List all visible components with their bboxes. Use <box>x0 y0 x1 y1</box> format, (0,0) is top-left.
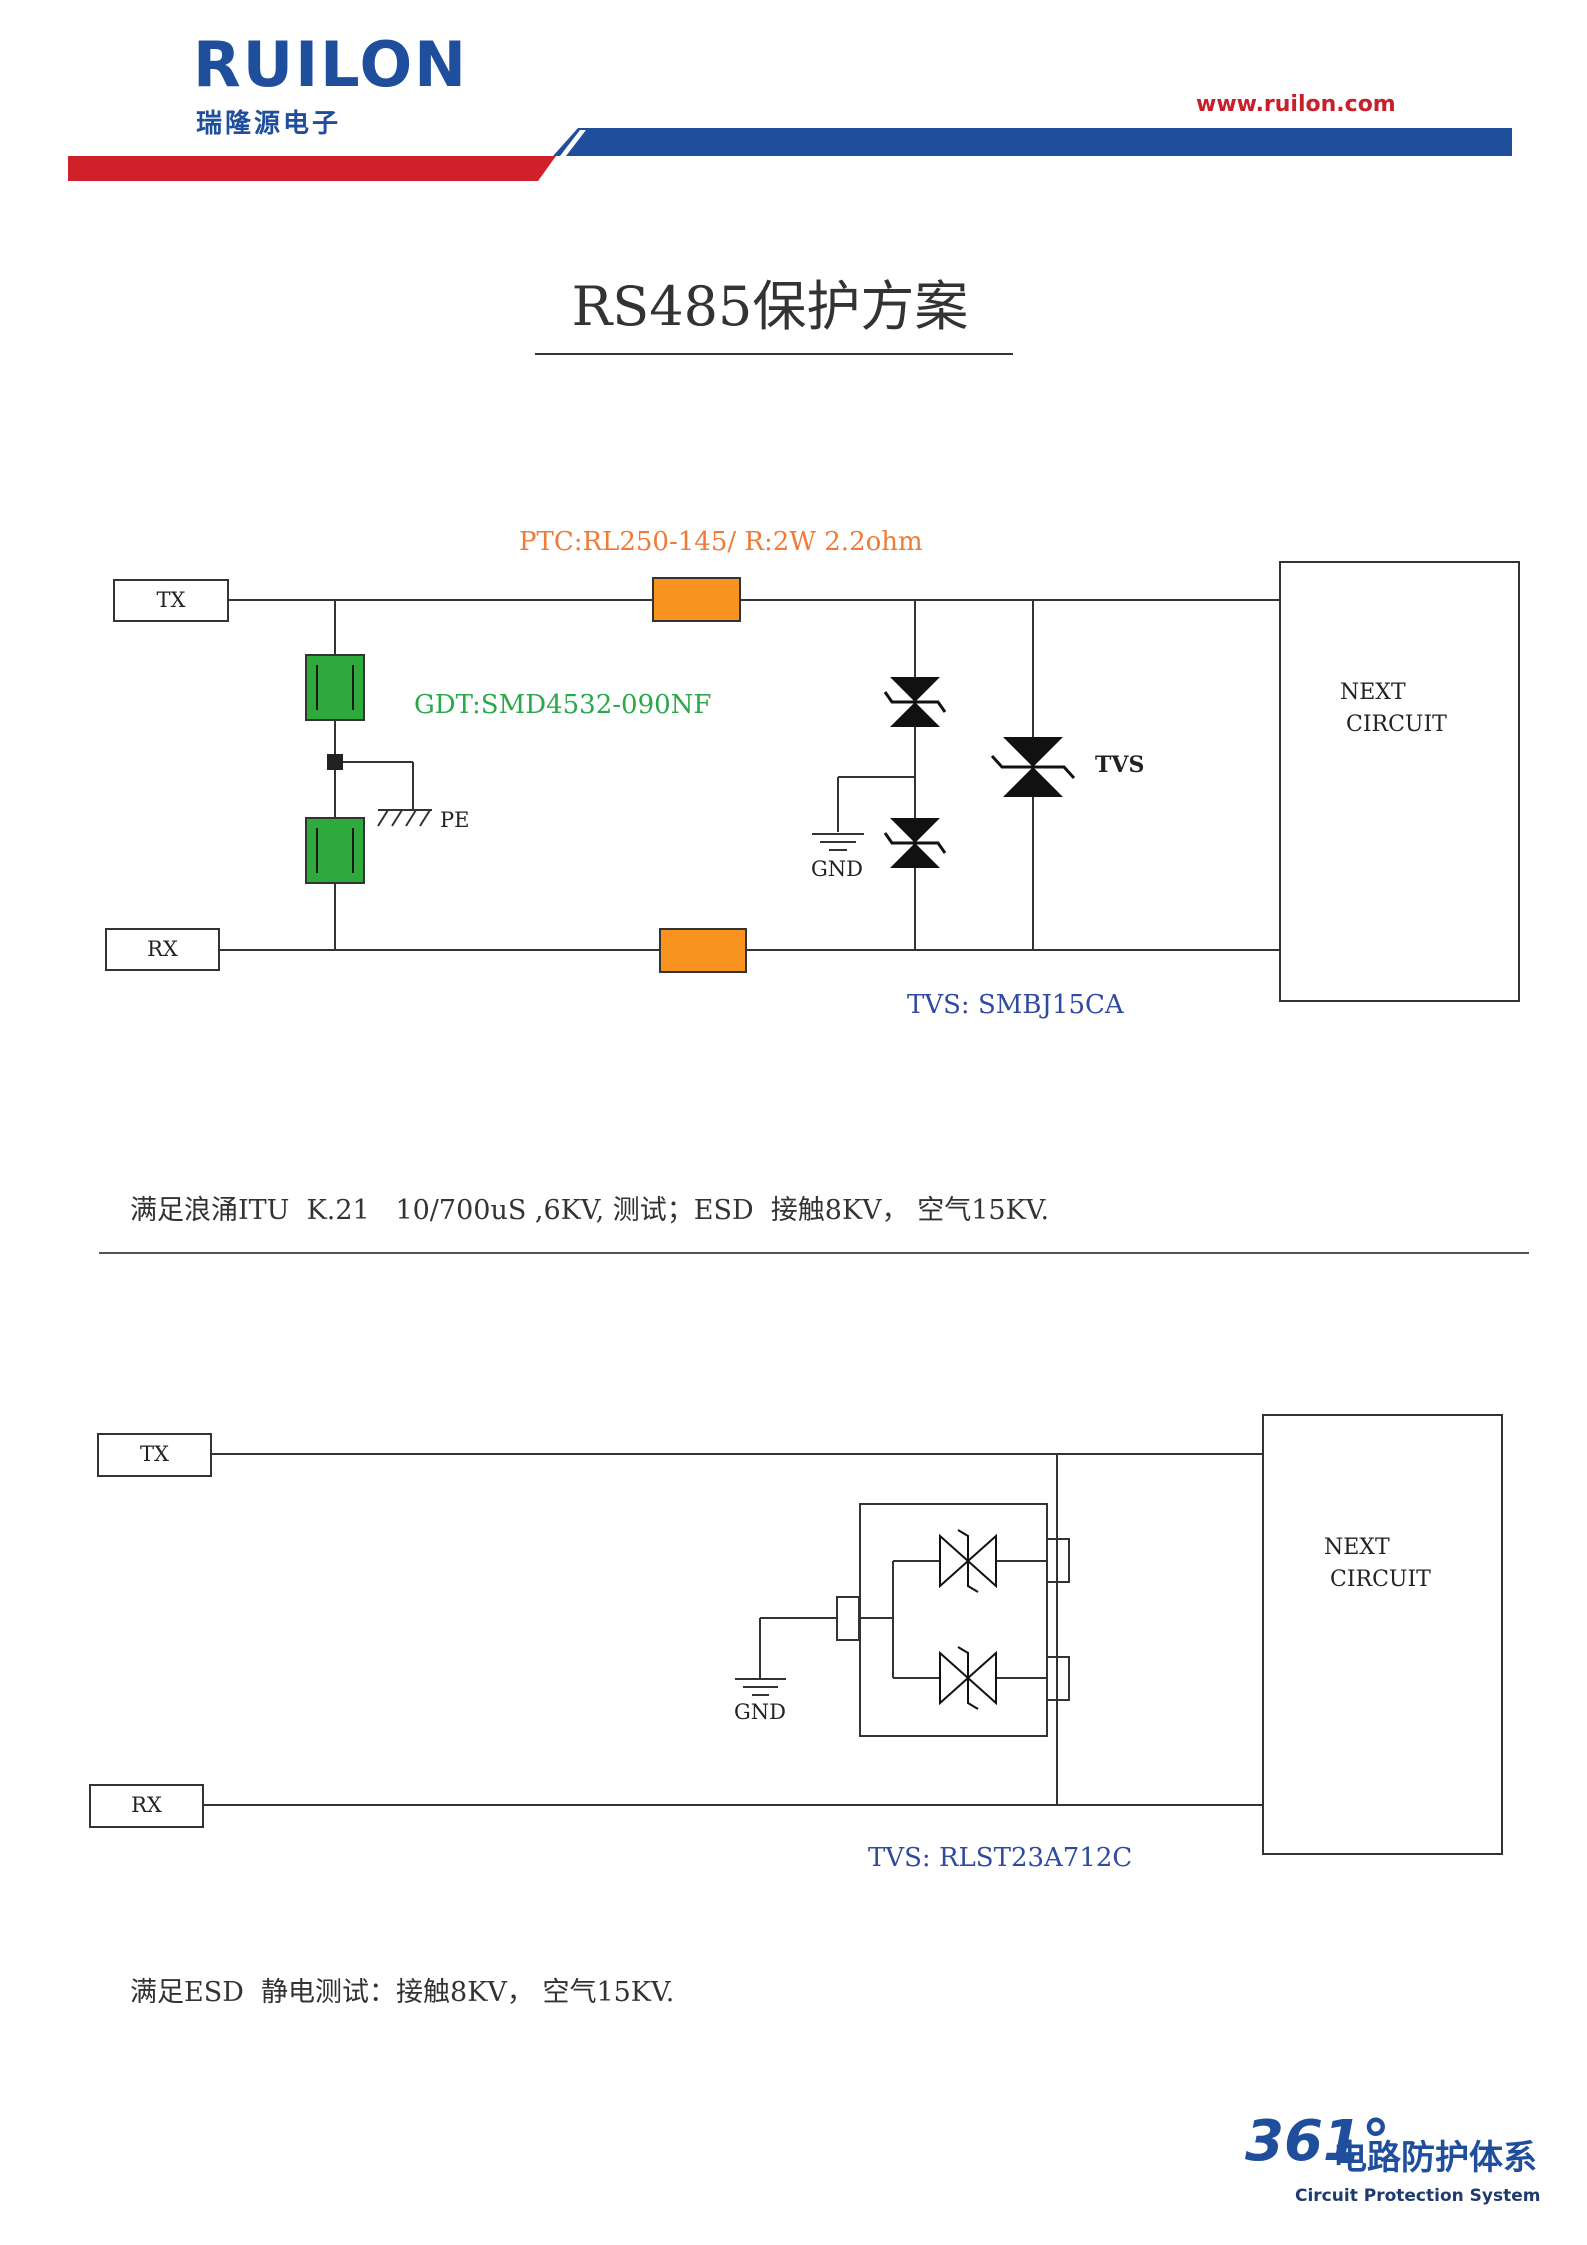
tvs-part-label: TVS: SMBJ15CA <box>907 990 1124 1020</box>
gnd-label-2: GND <box>734 1700 786 1724</box>
badge-en: Circuit Protection System <box>1295 2186 1541 2206</box>
header: RUILON 瑞隆源电子 www.ruilon.com <box>0 0 1587 190</box>
gdt-upper <box>305 654 365 721</box>
next-circuit-line1-2: NEXT <box>1324 1535 1390 1560</box>
wires-2 <box>203 1453 1263 1806</box>
section-divider <box>99 1252 1529 1254</box>
tvs-diode-lower <box>883 818 947 868</box>
ptc-resistor-rx <box>659 928 747 973</box>
next-circuit-box-2 <box>1262 1414 1503 1855</box>
tvs-label: TVS <box>1095 752 1145 778</box>
pe-label: PE <box>440 808 470 832</box>
badge-cn: 电路防护体系 <box>1333 2138 1537 2178</box>
header-banner <box>68 128 1512 181</box>
tvs-array-diode-upper <box>939 1529 997 1593</box>
brand-logo-cn: 瑞隆源电子 <box>196 109 342 139</box>
ptc-resistor-tx <box>652 577 741 622</box>
next-circuit-label-2: NEXT CIRCUIT <box>1324 1532 1431 1596</box>
tx-box <box>113 579 229 622</box>
junction-node <box>327 754 343 770</box>
next-circuit-line2: CIRCUIT <box>1346 712 1447 737</box>
footer-badge: 361° 电路防护体系 Circuit Protection System <box>1245 2109 1540 2220</box>
next-circuit-label: NEXT CIRCUIT <box>1340 677 1447 741</box>
note-esd: 满足ESD 静电测试：接触8KV， 空气15KV. <box>130 1977 675 2008</box>
brand-logo: RUILON <box>193 28 469 101</box>
gdt-label: GDT:SMD4532-090NF <box>414 690 712 720</box>
diagram-1 <box>105 561 1520 1002</box>
gdt-lower <box>305 817 365 884</box>
rx-label-2: RX <box>131 1793 162 1817</box>
next-circuit-line1: NEXT <box>1340 680 1406 705</box>
next-circuit-line2-2: CIRCUIT <box>1330 1567 1431 1592</box>
note-surge: 满足浪涌ITU K.21 10/700uS ,6KV, 测试；ESD 接触8KV… <box>130 1195 1050 1226</box>
title-underline <box>535 353 1013 355</box>
tvs-array-diode-lower <box>939 1646 997 1710</box>
tvs-part-label-2: TVS: RLST23A712C <box>868 1843 1133 1873</box>
tx-label-2: TX <box>140 1442 169 1466</box>
badge-number: 361° <box>1245 2109 1390 2174</box>
tvs-diode-upper <box>883 677 947 727</box>
next-circuit-box <box>1279 561 1520 1002</box>
rx-box <box>105 928 220 971</box>
website-link[interactable]: www.ruilon.com <box>1196 92 1396 117</box>
ptc-label: PTC:RL250-145/ R:2W 2.2ohm <box>519 527 923 557</box>
page-title: RS485保护方案 <box>571 275 969 338</box>
gnd-label: GND <box>811 857 863 881</box>
tx-label: TX <box>156 588 186 612</box>
rx-label: RX <box>147 937 178 961</box>
tvs-diode-main <box>990 737 1076 797</box>
